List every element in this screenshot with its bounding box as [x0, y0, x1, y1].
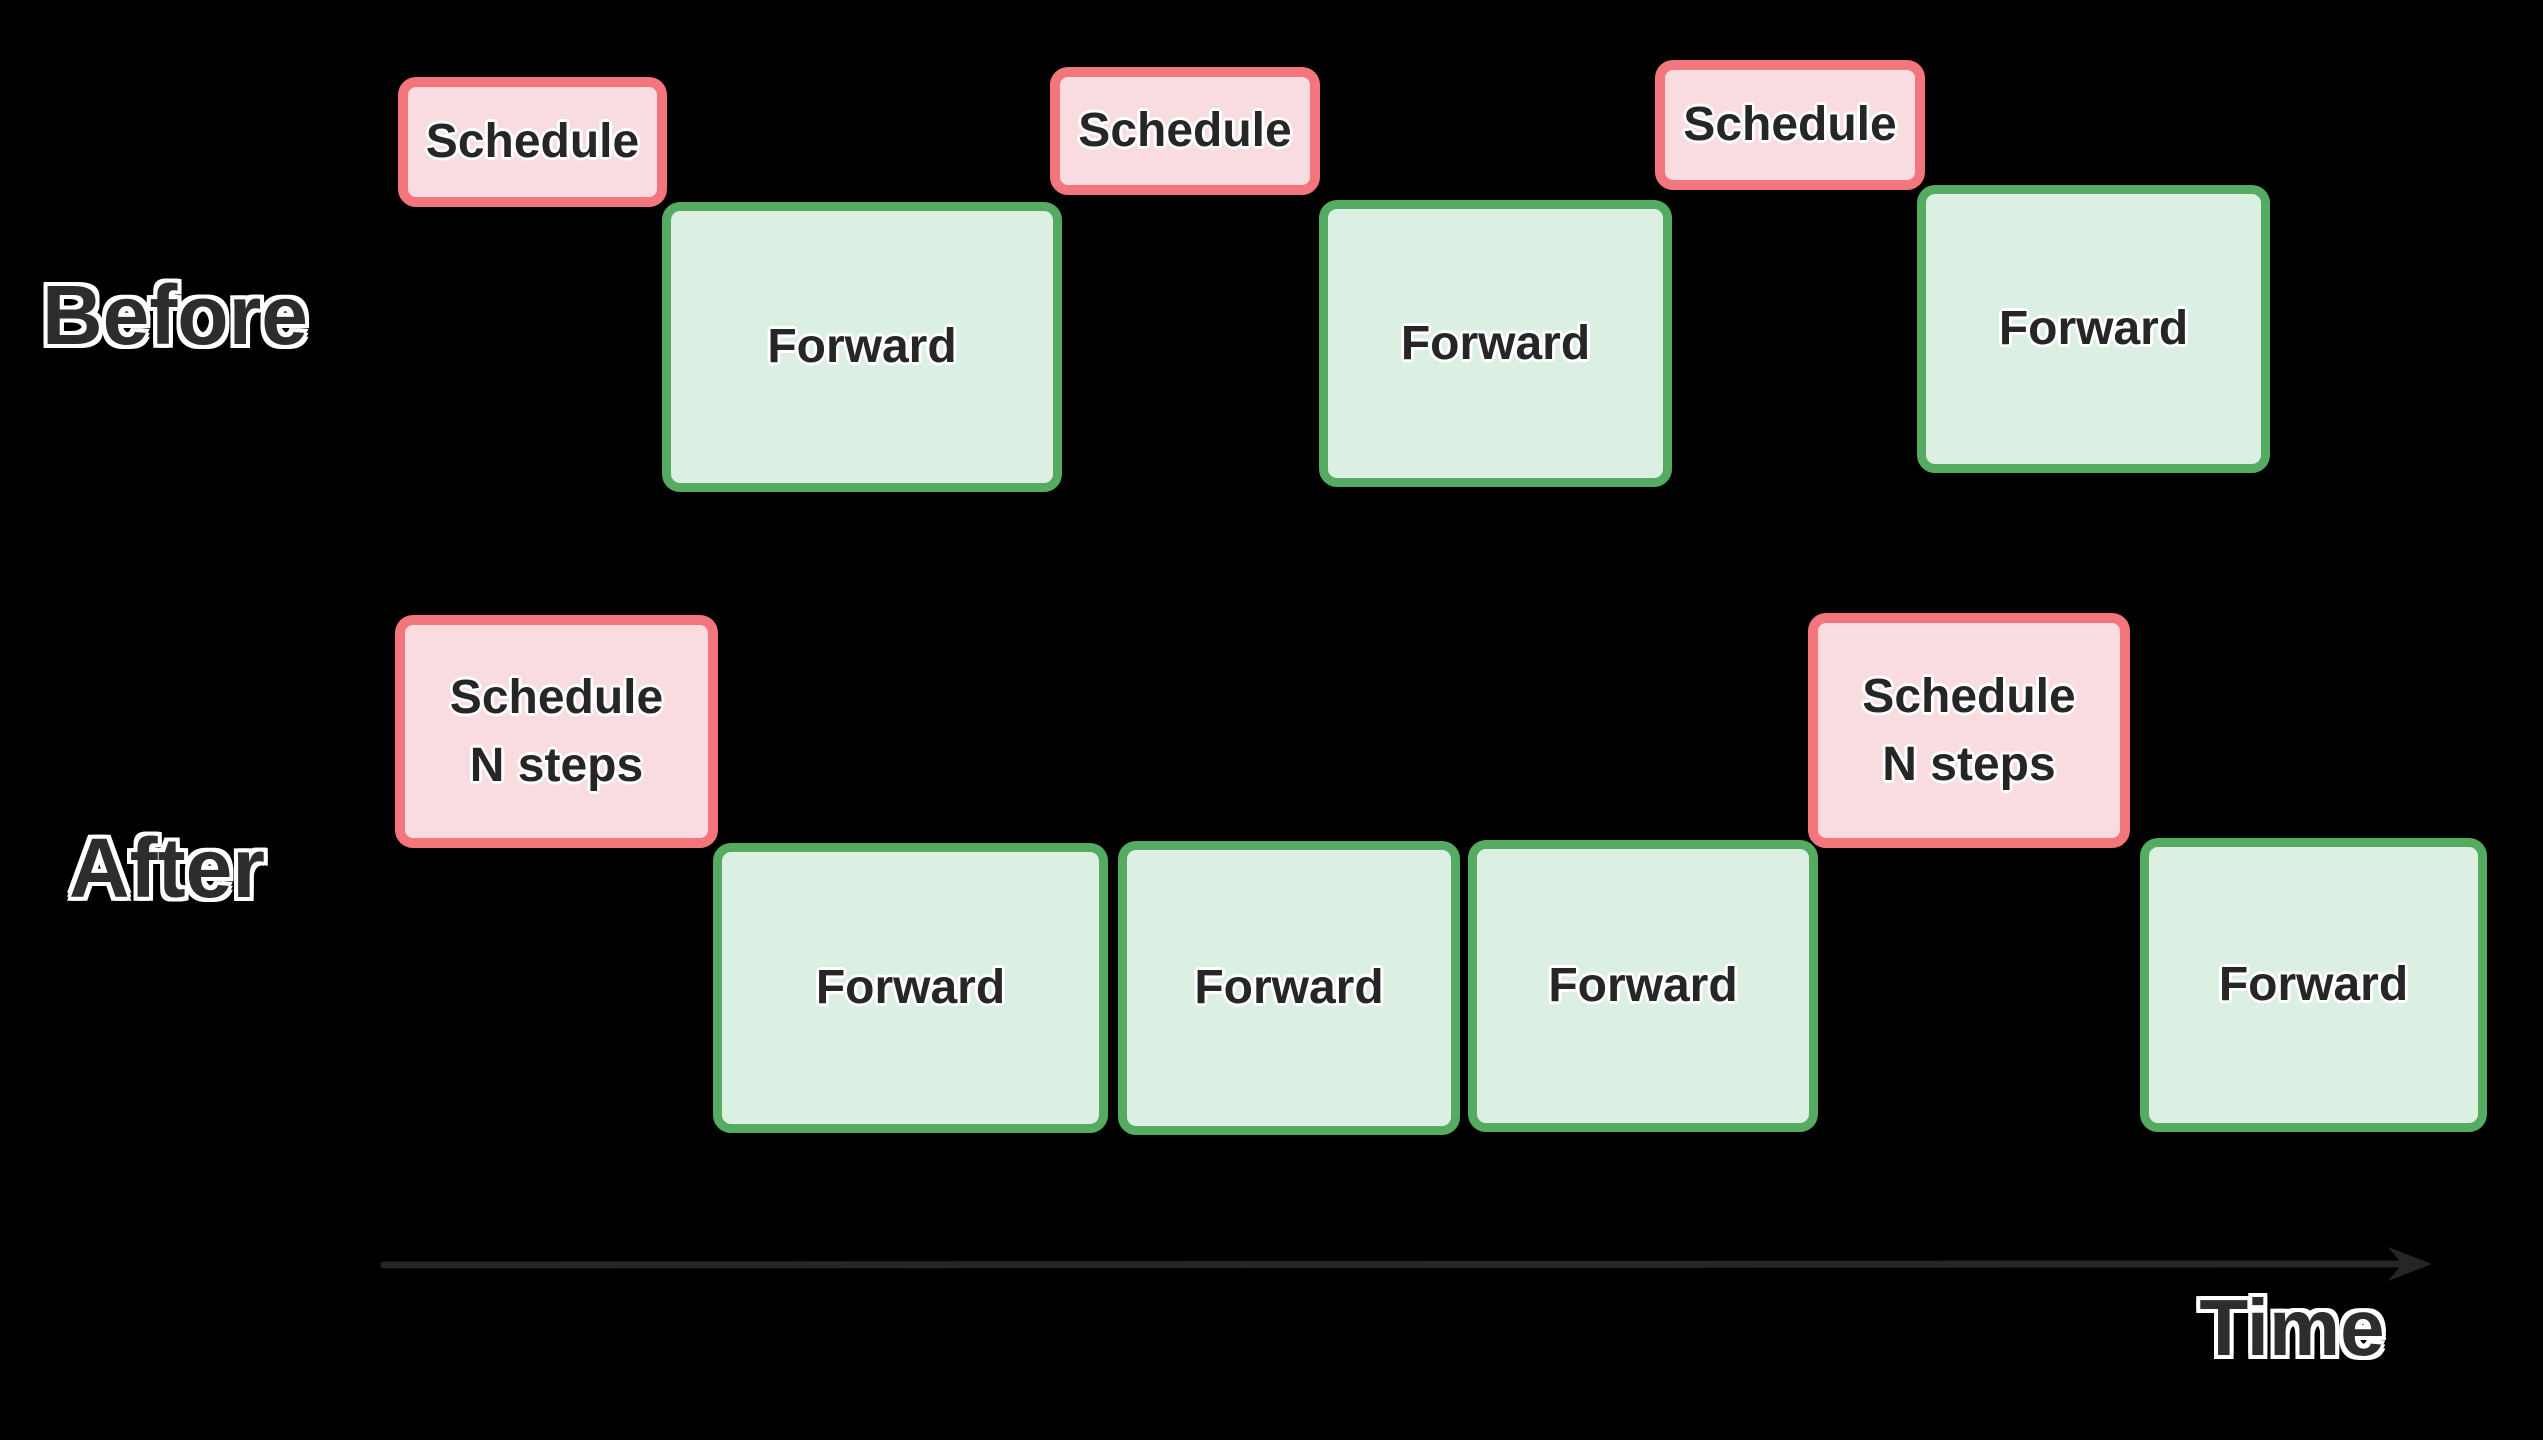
block-label: Forward: [2218, 958, 2409, 1012]
block-label: Schedule N steps: [449, 671, 664, 792]
block-label: Schedule N steps: [1862, 670, 2076, 791]
before-forward-block-1: Forward: [662, 202, 1062, 492]
time-axis-label: Time: [2199, 1283, 2385, 1372]
block-label: Schedule: [1078, 104, 1292, 158]
after-forward-block-1: Forward: [713, 843, 1108, 1133]
block-label: Forward: [1998, 302, 2189, 356]
time-axis-right-arrow-icon: [380, 1247, 2432, 1281]
before-schedule-block-1: Schedule: [398, 77, 667, 207]
block-label: Forward: [815, 961, 1006, 1015]
after-forward-block-4: Forward: [2140, 838, 2487, 1132]
block-label: Schedule: [1683, 98, 1897, 152]
block-label: Forward: [1194, 961, 1384, 1015]
before-schedule-block-3: Schedule: [1655, 60, 1925, 190]
before-forward-block-2: Forward: [1319, 200, 1672, 487]
block-label: Forward: [1548, 959, 1738, 1013]
after-forward-block-2: Forward: [1118, 841, 1460, 1135]
after-row-label: After: [68, 821, 265, 915]
before-schedule-block-2: Schedule: [1050, 67, 1320, 195]
block-label: Forward: [767, 320, 957, 374]
after-schedule-n-steps-block-1: Schedule N steps: [395, 615, 718, 848]
block-label: Schedule: [425, 115, 640, 169]
before-row-label: Before: [41, 268, 309, 362]
block-label: Forward: [1400, 316, 1591, 370]
after-forward-block-3: Forward: [1468, 840, 1818, 1132]
after-schedule-n-steps-block-2: Schedule N steps: [1808, 613, 2130, 848]
before-forward-block-3: Forward: [1917, 185, 2270, 473]
